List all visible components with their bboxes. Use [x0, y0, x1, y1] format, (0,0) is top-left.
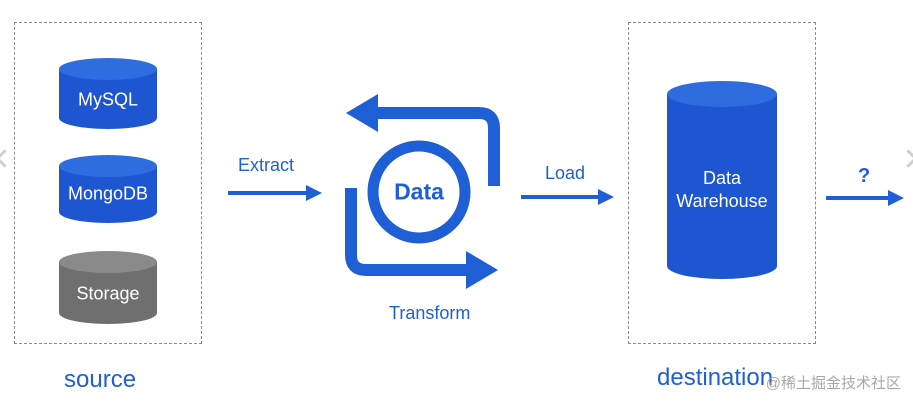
data-warehouse-icon: [667, 81, 777, 279]
transform-cycle-icon: [345, 94, 500, 289]
source-title: source: [64, 366, 137, 393]
data-warehouse-label: Data Warehouse: [667, 167, 777, 213]
next-arrow-icon: [826, 190, 904, 206]
mysql-database-icon: [59, 58, 157, 129]
source-frame: [14, 22, 202, 344]
watermark-text: @稀土掘金技术社区: [765, 375, 901, 392]
data-warehouse-line2: Warehouse: [676, 191, 768, 211]
mongodb-database-icon: [59, 155, 157, 223]
extract-arrow-icon: [228, 185, 322, 201]
storage-database-icon: [59, 251, 157, 324]
destination-frame: [628, 22, 816, 344]
destination-title: destination: [657, 364, 774, 391]
load-arrow-icon: [521, 189, 614, 205]
data-center-label: Data: [394, 178, 444, 205]
load-label: Load: [545, 163, 586, 183]
mongodb-label: MongoDB: [67, 183, 149, 204]
data-warehouse-line1: Data: [702, 168, 742, 188]
transform-label: Transform: [389, 303, 471, 323]
mysql-label: MySQL: [77, 89, 139, 110]
next-step-label: ?: [858, 165, 871, 187]
extract-label: Extract: [238, 155, 295, 175]
storage-label: Storage: [76, 283, 140, 304]
